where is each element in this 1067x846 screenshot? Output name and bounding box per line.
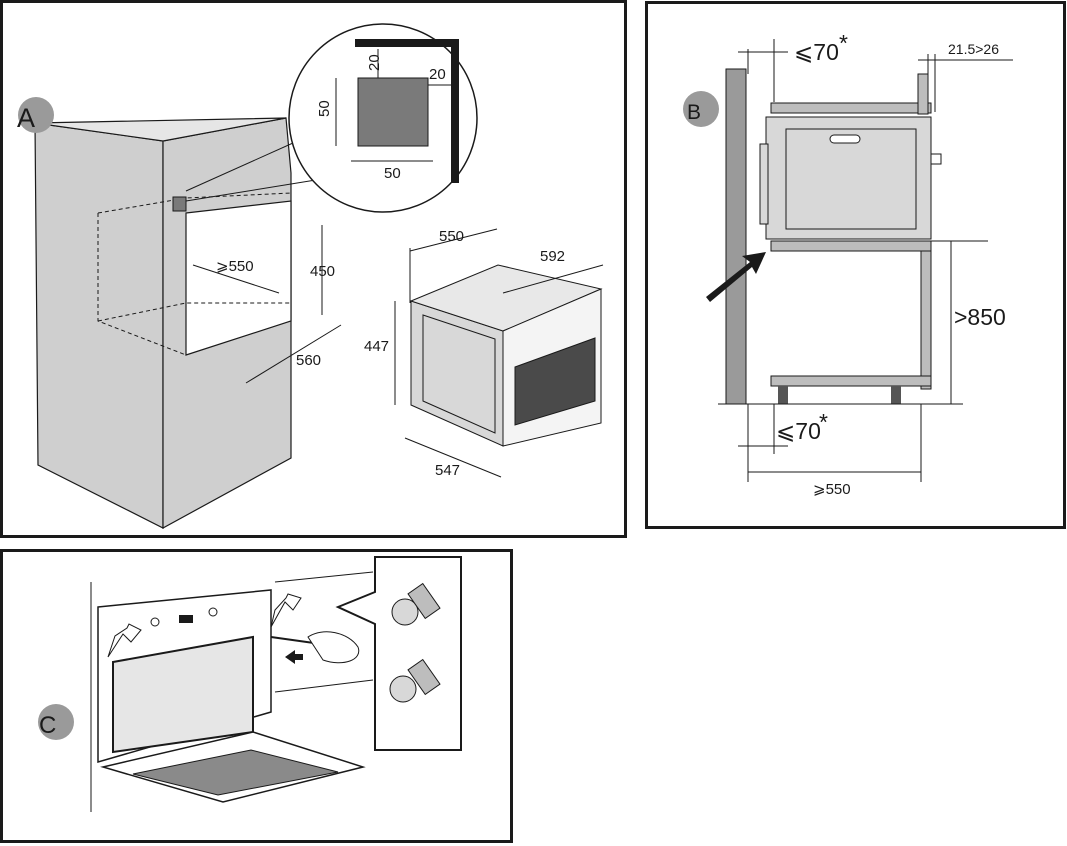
detail-dim-left: 50 <box>316 100 333 117</box>
oven-knob-left <box>150 617 160 627</box>
top-gap-label: ⩽70 <box>794 39 839 65</box>
cabinet-top-edge <box>274 571 374 583</box>
oven-side-panel <box>422 314 496 434</box>
oven-width-line <box>409 228 498 252</box>
niche-width-line <box>192 264 280 294</box>
oven-knob-right <box>208 607 218 617</box>
height-label: >850 <box>954 304 1006 330</box>
oven-window <box>514 337 596 426</box>
panel-b-drawing: ⩽70 * 21.5>26 >850 ⩽70 * ⩾550 B <box>683 30 1013 498</box>
oven-body-depth-label: 547 <box>435 462 460 479</box>
wall <box>725 68 747 405</box>
cabinet-top <box>34 117 287 142</box>
niche-depth-label: 560 <box>296 352 321 369</box>
hint-arrow-left <box>107 623 142 658</box>
oven-width-label: 550 <box>439 228 464 245</box>
badge-c-circle <box>38 704 74 740</box>
top-back-post <box>917 73 929 115</box>
screw-head-top <box>391 598 419 626</box>
niche-dashed-top <box>97 192 292 214</box>
hand <box>307 631 360 664</box>
oven-display <box>179 615 193 623</box>
top-shelf <box>770 102 932 114</box>
panel-a-drawing: 20 20 50 50 ⩾550 450 560 550 592 447 547… <box>17 23 604 530</box>
badge-b-circle <box>683 91 719 127</box>
badge-a-circle <box>18 97 54 133</box>
panel-a: 20 20 50 50 ⩾550 450 560 550 592 447 547… <box>0 0 627 538</box>
badge-b-label: B <box>687 101 701 124</box>
panel-c-drawing: C <box>38 556 462 812</box>
vent-square <box>172 196 187 212</box>
foot-right <box>891 386 901 404</box>
oven-depth-line <box>502 264 604 294</box>
detail-square <box>357 77 429 147</box>
screw-thread-top <box>407 582 441 620</box>
panel-c: C <box>0 549 513 843</box>
bottom-gap-label: ⩽70 <box>776 418 821 444</box>
cabinet-mid-edge <box>274 679 374 693</box>
oven-handle <box>829 134 861 144</box>
panel-b: ⩽70 * 21.5>26 >850 ⩽70 * ⩾550 B <box>645 1 1066 529</box>
detail-dim-right: 20 <box>429 66 446 83</box>
niche-opening <box>185 200 292 356</box>
oven-height-label: 447 <box>364 338 389 355</box>
push-arrow <box>285 650 303 664</box>
base-shelf <box>770 240 932 252</box>
detail-dim-top: 20 <box>366 54 383 71</box>
zoom-line-1 <box>185 142 294 192</box>
zoom-line-2 <box>185 177 329 202</box>
airflow-arrow <box>706 252 766 302</box>
top-gap-star: * <box>839 30 848 56</box>
foot-left <box>778 386 788 404</box>
top-right-label: 21.5>26 <box>948 41 999 57</box>
cabinet-left-face <box>34 122 164 529</box>
oven-panel <box>785 128 917 230</box>
floor-shelf <box>770 375 932 387</box>
oven-door-edge <box>759 143 769 225</box>
detail-corner-bracket <box>355 39 459 183</box>
badge-c-label: C <box>39 712 56 739</box>
oven-depth-label: 592 <box>540 248 565 265</box>
screw-head-bottom <box>389 675 417 703</box>
oven-knob <box>930 153 942 165</box>
niche-height-label: 450 <box>310 263 335 280</box>
bottom-gap-star: * <box>819 409 828 435</box>
hint-arrow-right <box>270 593 302 628</box>
niche-width-label: ⩾550 <box>216 258 254 275</box>
base-back-post <box>920 250 932 390</box>
oven-door-glass <box>132 749 339 796</box>
screw-thread-bottom <box>407 658 441 696</box>
depth-label: ⩾550 <box>813 481 851 498</box>
niche-dashed-bottom <box>97 302 291 322</box>
niche-depth-line <box>245 324 342 384</box>
oven-body-depth-line <box>404 437 502 478</box>
detail-dim-bottom: 50 <box>384 165 401 182</box>
badge-a-label: A <box>17 103 35 133</box>
